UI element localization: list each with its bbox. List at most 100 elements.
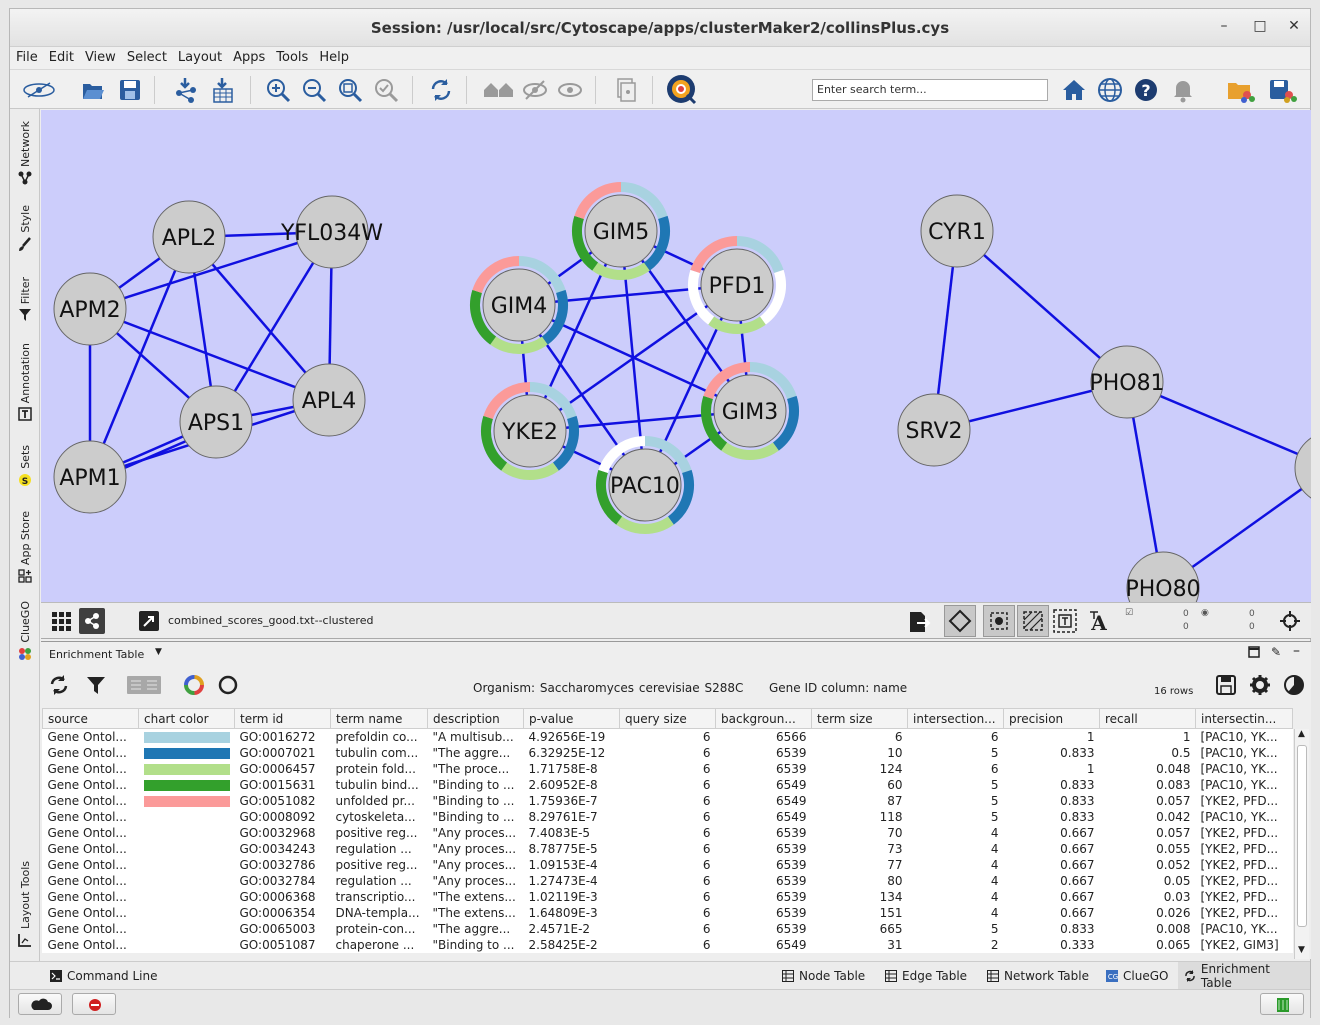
- cell-color[interactable]: [139, 889, 235, 905]
- cell-term-size[interactable]: 73: [887, 842, 903, 856]
- node-circle[interactable]: [493, 394, 567, 468]
- refresh-icon[interactable]: [428, 77, 454, 103]
- new-network-from-selection-icon[interactable]: [612, 77, 638, 103]
- cell-precision[interactable]: 0.667: [1060, 874, 1095, 888]
- cell-term-name[interactable]: regulation ...: [335, 842, 412, 856]
- cell-color[interactable]: [139, 841, 235, 857]
- cell-genes[interactable]: [PAC10, YK...: [1200, 810, 1278, 824]
- cell-query-size[interactable]: 6: [702, 906, 711, 920]
- cell-p-value[interactable]: 6.32925E-12: [528, 746, 606, 760]
- cell-color[interactable]: [139, 777, 235, 793]
- cell-source[interactable]: Gene Ontol...: [47, 938, 127, 952]
- menu-file[interactable]: File: [16, 50, 38, 65]
- cell-color[interactable]: [139, 905, 235, 921]
- notifications-bell-icon[interactable]: [1170, 77, 1196, 103]
- col-header-intersection-size[interactable]: intersection...: [907, 708, 1004, 729]
- cell-intersection[interactable]: 4: [990, 890, 999, 904]
- cell-term-id[interactable]: GO:0006368: [239, 890, 316, 904]
- cell-term-name[interactable]: chaperone ...: [335, 938, 415, 952]
- side-tab-cluego[interactable]: ClueGO: [12, 601, 38, 661]
- cell-background[interactable]: 6549: [775, 794, 807, 808]
- node-selection-mode-button[interactable]: [944, 605, 976, 637]
- import-table-icon[interactable]: [210, 77, 236, 103]
- cell-recall[interactable]: 0.05: [1163, 874, 1191, 888]
- side-tab-style[interactable]: Style: [12, 205, 38, 251]
- zoom-selected-icon[interactable]: [373, 77, 399, 103]
- cell-description[interactable]: "The extens...: [432, 890, 516, 904]
- network-edge[interactable]: [517, 304, 647, 486]
- cell-intersection[interactable]: 4: [990, 874, 999, 888]
- cell-precision[interactable]: 0.667: [1060, 890, 1095, 904]
- cell-color[interactable]: [139, 921, 235, 937]
- side-tab-annotation[interactable]: Annotation: [12, 343, 38, 422]
- col-header-term-size[interactable]: term size: [811, 708, 908, 729]
- cell-intersection[interactable]: 5: [990, 794, 999, 808]
- col-header-term-id[interactable]: term id: [234, 708, 331, 729]
- cell-term-id[interactable]: GO:0032784: [239, 874, 316, 888]
- cell-intersection[interactable]: 5: [990, 922, 999, 936]
- cell-genes[interactable]: [PAC10, YK...: [1200, 746, 1278, 760]
- cell-p-value[interactable]: 1.09153E-4: [528, 858, 598, 872]
- menu-view[interactable]: View: [84, 50, 116, 65]
- node-circle[interactable]: [152, 200, 226, 274]
- cell-term-id[interactable]: GO:0006354: [239, 906, 316, 920]
- node-circle[interactable]: [292, 363, 366, 437]
- cell-precision[interactable]: 0.667: [1060, 858, 1095, 872]
- cell-term-size[interactable]: 87: [887, 794, 903, 808]
- cell-term-id[interactable]: GO:0016272: [239, 730, 316, 744]
- cell-query-size[interactable]: 6: [702, 890, 711, 904]
- cell-term-name[interactable]: prefoldin co...: [335, 730, 418, 744]
- cell-recall[interactable]: 0.065: [1156, 938, 1191, 952]
- menu-select[interactable]: Select: [126, 50, 167, 65]
- cell-p-value[interactable]: 1.02119E-3: [528, 890, 598, 904]
- cell-background[interactable]: 6539: [775, 890, 807, 904]
- float-panel-icon[interactable]: [1248, 646, 1260, 658]
- network-edge[interactable]: [88, 236, 191, 478]
- cell-query-size[interactable]: 6: [702, 858, 711, 872]
- network-node[interactable]: APL4: [292, 363, 366, 437]
- cell-term-size[interactable]: 151: [879, 906, 903, 920]
- cell-p-value[interactable]: 2.60952E-8: [528, 778, 598, 792]
- show-all-icon[interactable]: [557, 77, 583, 103]
- open-folder-apps-icon[interactable]: [1226, 77, 1256, 103]
- detach-view-icon[interactable]: [138, 610, 160, 632]
- cell-genes[interactable]: [YKE2, PFD...: [1200, 874, 1279, 888]
- tab-command-line[interactable]: Command Line: [50, 969, 158, 983]
- export-network-icon[interactable]: [907, 610, 931, 634]
- cell-description[interactable]: "The aggre...: [432, 922, 511, 936]
- cell-description[interactable]: "Any proces...: [432, 826, 517, 840]
- minimize-panel-icon[interactable]: –: [1293, 643, 1300, 659]
- pin-icon[interactable]: ✎: [1271, 645, 1282, 659]
- cell-term-id[interactable]: GO:0065003: [239, 922, 316, 936]
- network-node[interactable]: PHO80: [1125, 551, 1201, 602]
- cell-p-value[interactable]: 8.29761E-7: [528, 810, 598, 824]
- network-edge[interactable]: [529, 409, 751, 433]
- panel-dropdown-icon[interactable]: ▼: [155, 647, 162, 657]
- cell-term-id[interactable]: GO:0032968: [239, 826, 316, 840]
- cell-source[interactable]: Gene Ontol...: [47, 730, 127, 744]
- cell-intersection[interactable]: 4: [990, 858, 999, 872]
- cell-recall[interactable]: 0.057: [1156, 826, 1191, 840]
- cell-background[interactable]: 6539: [775, 842, 807, 856]
- cell-query-size[interactable]: 6: [702, 762, 711, 776]
- cell-query-size[interactable]: 6: [702, 794, 711, 808]
- cell-query-size[interactable]: 6: [702, 730, 711, 744]
- cell-source[interactable]: Gene Ontol...: [47, 842, 127, 856]
- network-edge[interactable]: [89, 230, 333, 311]
- cell-recall[interactable]: 0.057: [1156, 794, 1191, 808]
- filter-enrichment-icon[interactable]: [85, 674, 107, 696]
- cell-description[interactable]: "The extens...: [432, 906, 516, 920]
- donut-chart-icon[interactable]: [183, 674, 205, 696]
- cell-precision[interactable]: 0.667: [1060, 826, 1095, 840]
- cell-genes[interactable]: [YKE2, PFD...: [1200, 890, 1279, 904]
- cell-source[interactable]: Gene Ontol...: [47, 746, 127, 760]
- app-launcher-icon[interactable]: [666, 74, 698, 106]
- cell-query-size[interactable]: 6: [702, 826, 711, 840]
- network-view-share-icon[interactable]: [79, 608, 105, 634]
- tab-cluego[interactable]: CG ClueGO: [1106, 969, 1168, 983]
- cell-genes[interactable]: [PAC10, YK...: [1200, 730, 1278, 744]
- network-node[interactable]: PH: [1294, 432, 1311, 504]
